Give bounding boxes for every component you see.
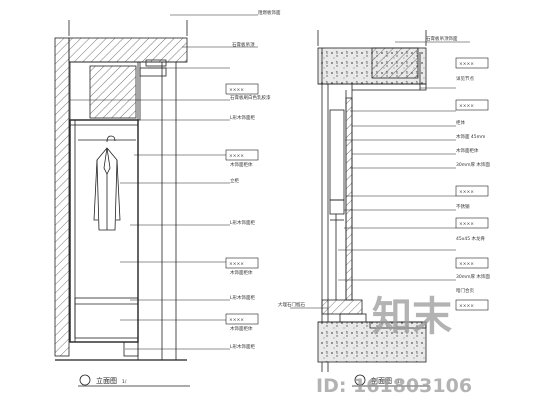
annotation: 木饰面柜体 xyxy=(230,325,253,332)
left-title: 立面图 xyxy=(96,376,117,385)
bottom-slab xyxy=(317,321,427,363)
watermark-logo: 知末 xyxy=(372,294,452,340)
annotation: 木饰面柜体 xyxy=(230,269,253,276)
annotation: L形木饰面柜 xyxy=(230,343,256,350)
annotation: 暗门合页 xyxy=(456,287,474,294)
annotation: 详见节点 xyxy=(456,75,474,82)
left-scale: 1/ xyxy=(122,379,127,385)
annotation: 大理石门槛石 xyxy=(278,301,305,308)
annotation: 立柜 xyxy=(230,177,239,184)
right-leader-lines xyxy=(290,41,470,309)
tag-text: ×××× xyxy=(459,189,474,195)
left-wall-hatch xyxy=(54,37,70,357)
right-section xyxy=(317,30,427,372)
tag-text: ×××× xyxy=(229,317,244,323)
right-annotation-text: 石膏板吊顶饰面 详见节点 柜体 木饰面 45mm 木饰面柜体 30mm厚 木饰面… xyxy=(278,35,490,309)
tag-text: ×××× xyxy=(229,87,244,93)
annotation: 30mm厚 木饰面 xyxy=(456,273,490,280)
annotation: 石膏板刷白色乳胶漆 xyxy=(230,94,271,101)
tag-text: ×××× xyxy=(459,261,474,267)
right-caption: 剖面图 1/ xyxy=(352,374,430,387)
right-title: 剖面图 xyxy=(371,376,392,385)
annotation: 45x45 木龙骨 xyxy=(456,235,486,242)
cabinet-frame xyxy=(69,119,139,343)
annotation: L形木饰面柜 xyxy=(230,219,256,226)
annotation: 石膏板吊顶饰面 xyxy=(426,35,458,42)
tag-text: ×××× xyxy=(459,61,474,67)
annotation: 石膏板吊顶 xyxy=(232,41,255,48)
annotation: 柜体 xyxy=(456,119,465,126)
annotation: 不锈钢 xyxy=(456,203,470,210)
hanging-coat xyxy=(93,135,121,231)
annotation: 阻燃板饰面 xyxy=(258,9,281,16)
watermark-id: ID: 161803106 xyxy=(316,375,472,397)
annotation: 木饰面柜体 xyxy=(456,147,479,154)
annotation: 30mm厚 木饰面 xyxy=(456,161,490,168)
right-tag-boxes xyxy=(455,57,489,311)
left-caption: 立面图 1/ xyxy=(78,374,190,387)
annotation: 木饰面 45mm xyxy=(456,133,485,140)
annotation: L形木饰面柜 xyxy=(230,114,256,121)
tag-text: ×××× xyxy=(229,153,244,159)
left-annotation-text: 阻燃板饰面 石膏板吊顶 石膏板刷白色乳胶漆 L形木饰面柜 木饰面柜体 立柜 L形… xyxy=(229,9,281,350)
tag-text: ×××× xyxy=(459,103,474,109)
tag-text: ×××× xyxy=(459,221,474,227)
right-scale: 1/ xyxy=(397,379,402,385)
tag-text: ×××× xyxy=(459,303,474,309)
left-tag-boxes xyxy=(225,83,259,325)
watermark: 知末 ID: 161803106 xyxy=(316,294,472,397)
left-elevation xyxy=(54,20,188,361)
left-leader-lines xyxy=(70,14,258,350)
tag-text: ×××× xyxy=(229,261,244,267)
ceiling-band xyxy=(68,37,188,63)
annotation: L形木饰面柜 xyxy=(230,294,256,301)
annotation: 木饰面柜体 xyxy=(230,161,253,168)
